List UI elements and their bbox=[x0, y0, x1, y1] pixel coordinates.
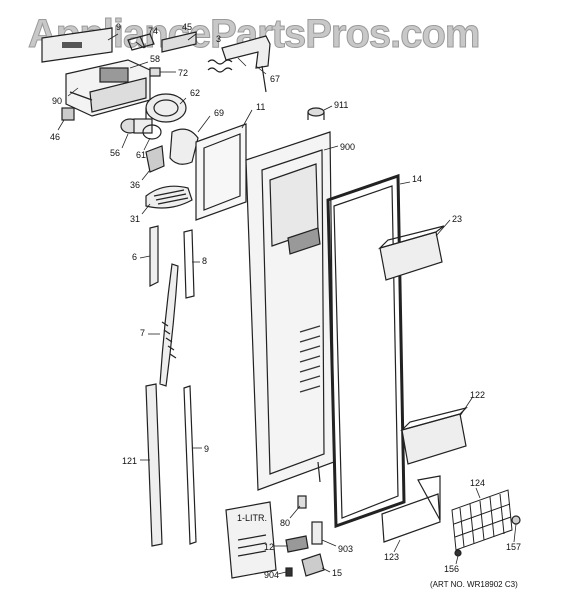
actuator-36 bbox=[145, 145, 165, 173]
callout-11: 11 bbox=[256, 102, 266, 112]
gasket-14 bbox=[326, 173, 406, 529]
callout-122: 122 bbox=[470, 390, 486, 400]
switch-46 bbox=[61, 107, 75, 121]
plate-45 bbox=[161, 31, 197, 53]
cap-911 bbox=[307, 107, 325, 120]
bin-23 bbox=[377, 225, 445, 281]
art-number: (ART NO. WR18902 C3) bbox=[430, 580, 518, 589]
callout-900: 900 bbox=[340, 142, 356, 152]
callout-80: 80 bbox=[280, 518, 291, 528]
callout-61: 61 bbox=[136, 150, 147, 160]
screw-904 bbox=[285, 567, 293, 577]
callout-45: 45 bbox=[182, 22, 193, 32]
callout-62: 62 bbox=[190, 88, 201, 98]
part-12 bbox=[285, 535, 309, 553]
part-72 bbox=[149, 67, 161, 77]
callout-90: 90 bbox=[52, 96, 63, 106]
callout-9-top: 9 bbox=[116, 22, 122, 32]
callout-3: 3 bbox=[216, 34, 222, 44]
callout-72: 72 bbox=[178, 68, 189, 78]
control-plate bbox=[41, 27, 113, 63]
callout-6: 6 bbox=[132, 252, 138, 262]
callout-124: 124 bbox=[470, 478, 486, 488]
booklet-label: 1-LITR. bbox=[237, 513, 268, 523]
callout-904: 904 bbox=[264, 570, 280, 580]
chute-69 bbox=[169, 128, 199, 165]
dispenser-housing bbox=[65, 59, 151, 117]
bin-122 bbox=[399, 406, 468, 465]
grille-31 bbox=[145, 185, 193, 209]
frame-11 bbox=[195, 123, 247, 221]
callout-31: 31 bbox=[130, 214, 141, 224]
bracket-67 bbox=[221, 35, 271, 93]
callout-23: 23 bbox=[452, 214, 463, 224]
callout-58: 58 bbox=[150, 54, 161, 64]
callout-156: 156 bbox=[444, 564, 460, 574]
bracket-74 bbox=[127, 33, 155, 51]
callout-69: 69 bbox=[214, 108, 225, 118]
callout-74: 74 bbox=[148, 26, 159, 36]
callout-36: 36 bbox=[130, 180, 141, 190]
leader-lines bbox=[57, 33, 517, 575]
callout-46: 46 bbox=[50, 132, 61, 142]
screw-80 bbox=[297, 495, 307, 509]
callout-157: 157 bbox=[506, 542, 522, 552]
callout-903: 903 bbox=[338, 544, 354, 554]
motor-56 bbox=[120, 118, 153, 134]
long-strip-9 bbox=[183, 385, 197, 545]
callout-56: 56 bbox=[110, 148, 121, 158]
callout-7: 7 bbox=[140, 328, 146, 338]
bracket-123 bbox=[381, 475, 441, 543]
callout-67: 67 bbox=[270, 74, 281, 84]
cylinder-903 bbox=[311, 521, 323, 545]
gear-61 bbox=[142, 124, 162, 140]
callout-14: 14 bbox=[412, 174, 423, 184]
door-liner-900 bbox=[245, 131, 335, 491]
callout-911: 911 bbox=[334, 100, 349, 110]
callout-9-bottom: 9 bbox=[204, 444, 210, 454]
screw-156 bbox=[454, 549, 462, 557]
part-15 bbox=[301, 553, 325, 577]
wire-rack-124 bbox=[451, 489, 513, 551]
callout-12: 12 bbox=[264, 542, 275, 552]
callout-123: 123 bbox=[384, 552, 400, 562]
spring-3 bbox=[207, 59, 233, 73]
callout-121: 121 bbox=[122, 456, 138, 466]
booklet bbox=[225, 501, 277, 579]
screw-157 bbox=[511, 515, 521, 525]
door-liner-ribs bbox=[299, 325, 321, 393]
trim-6 bbox=[149, 225, 159, 287]
callout-8: 8 bbox=[202, 256, 208, 266]
handle-strip-7 bbox=[159, 263, 179, 387]
strip-8 bbox=[183, 229, 195, 299]
long-strip-121 bbox=[145, 383, 163, 547]
callout-15: 15 bbox=[332, 568, 343, 578]
